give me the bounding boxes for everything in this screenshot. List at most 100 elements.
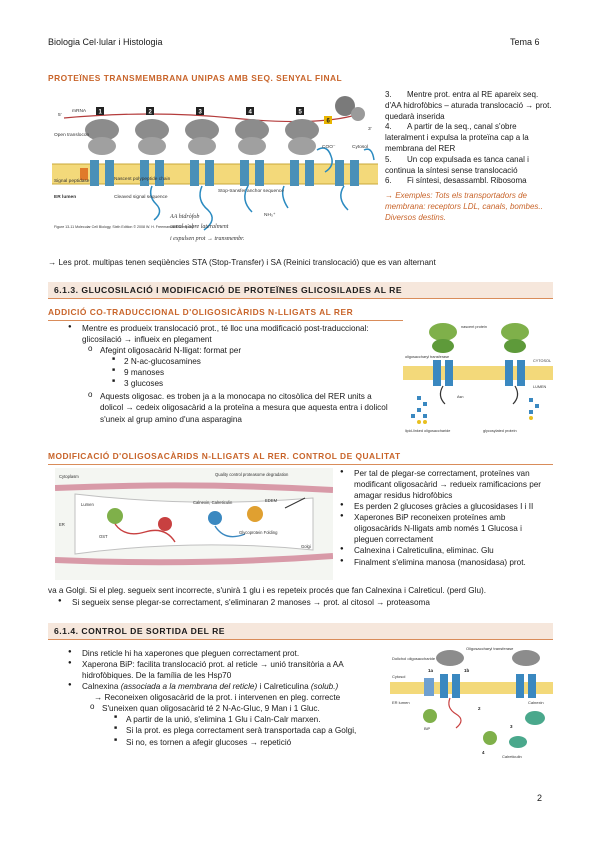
step-label-4: 4	[249, 110, 253, 116]
unipas-steps: 3.Mentre prot. entra al RE apareix seq. …	[385, 90, 553, 224]
exit-bullet: Dins reticle hi ha xaperones que pleguen…	[68, 648, 388, 659]
examples-note: → Exemples: Tots els transportadors de m…	[385, 191, 543, 222]
label-glycosylated: glycosylated protein	[483, 429, 517, 433]
label-coo: COO⁻	[322, 144, 336, 150]
glycosylation-text: Mentre es produeix translocació prot., t…	[68, 323, 393, 425]
label-3prime: 3'	[368, 126, 372, 132]
label-er-lumen: ER lumen	[392, 700, 410, 705]
quality-control-diagram: Cytoplasm Lumen ER Quality control prote…	[54, 468, 334, 580]
label-nh3: NH₃⁺	[264, 212, 276, 218]
section-bar-614: 6.1.4. CONTROL DE SORTIDA DEL RE	[48, 623, 553, 640]
exit-subsub: A partir de la unió, s'elimina 1 Glu i C…	[114, 714, 388, 725]
step-label-2: 2	[149, 110, 153, 116]
label-cytosol: CYTOSOL	[533, 359, 551, 363]
label-lipid-linked: lipid-linked oligosaccharide	[405, 429, 450, 433]
label-cytosol: Cytosol	[392, 674, 405, 679]
section-title-unipas: PROTEÏNES TRANSMEMBRANA UNIPAS AMB SEQ. …	[48, 73, 343, 83]
hand-note-2: canal s'obre lateralment	[170, 224, 229, 230]
page-number: 2	[537, 793, 543, 803]
exit-control-text: Dins reticle hi ha xaperones que pleguen…	[68, 648, 388, 748]
step-label-5: 5	[299, 110, 303, 116]
figure-quality-control: Cytoplasm Lumen ER Quality control prote…	[54, 468, 334, 580]
bullet-dolicol: Aquests oligosac. es troben ja a la mono…	[88, 390, 393, 424]
header-left: Biologia Cel·lular i Histologia	[48, 37, 163, 47]
label-asn: Asn	[457, 395, 464, 399]
label-edem: EDEM	[265, 498, 278, 503]
figure-calnexin-cycle: Oligosaccharyl transferase Dolichol olig…	[390, 642, 553, 764]
section-bar-613: 6.1.3. GLUCOSILACIÓ I MODIFICACIÓ DE PRO…	[48, 282, 553, 299]
exit-sub: S'uneixen quan oligosacàrid té 2 N-Ac-Gl…	[90, 702, 388, 714]
bullet-oligosaccharide: Afegint oligosacàrid N-lligat: format pe…	[88, 344, 393, 356]
step-4: 4	[482, 750, 485, 755]
label-bip: BiP	[424, 726, 431, 731]
hand-note-3: i expulsen prot → transmembr.	[170, 236, 244, 242]
translocation-diagram: 1 2 3 4 5 6 5' mRNA 3' Open translocon S…	[52, 90, 378, 250]
qc-bullet: Finalment s'elimina manosa (manosidasa) …	[340, 557, 553, 568]
label-oligo-transferase: oligosaccharyl transferase	[405, 355, 449, 359]
label-dolichol: Dolichol oligosaccharide	[392, 656, 436, 661]
label-stop-transfer: Stop-transfer anchor sequence	[218, 188, 284, 194]
calnexin-cycle-diagram: Oligosaccharyl transferase Dolichol olig…	[390, 642, 553, 764]
label-figure-credit: Figure 13-11 Molecular Cell Biology, Six…	[54, 225, 194, 229]
step-label-6: 6	[327, 119, 331, 125]
label-cytoplasm: Cytoplasm	[59, 474, 79, 479]
glycosylation-diagram: oligosaccharyl transferase nascent prote…	[403, 318, 553, 436]
step-item-3: 3.Mentre prot. entra al RE apareix seq. …	[385, 90, 552, 121]
exit-arrow-note: → Reconeixen oligosacàrid de la prot. i …	[94, 693, 341, 703]
step-item-4: 4.A partir de la seq., canal s'obre late…	[385, 122, 529, 153]
label-calnexin: Calnexin	[528, 700, 544, 705]
step-item-5: 5.Un cop expulsada es tanca canal i cont…	[385, 154, 529, 175]
label-calnexin: Calnexin, Calreticulin	[193, 500, 233, 505]
label-cytosol: Cytosol	[352, 144, 368, 150]
label-nascent: Nascent polypeptide chain	[114, 176, 171, 182]
quality-control-bullets: Per tal de plegar-se correctament, prote…	[340, 468, 553, 568]
ribosome-step4	[235, 119, 269, 213]
qc-bullet: Es perden 2 glucoses gràcies a glucosida…	[340, 501, 553, 512]
sugar-item: 9 manoses	[112, 367, 393, 378]
step-2: 2	[478, 706, 481, 711]
sugar-item: 3 glucoses	[112, 378, 393, 389]
exit-bullet-calnexina: Calnexina (associada a la membrana del r…	[68, 681, 388, 692]
sugar-item: 2 N-ac-glucosamines	[112, 356, 393, 367]
step-3: 3	[510, 724, 513, 729]
qc-bullet: Calnexina i Calreticulina, eliminac. Glu	[340, 545, 553, 556]
step-label-1: 1	[99, 110, 103, 116]
step-1a: 1a	[428, 668, 434, 673]
step-item-6: 6.Fi síntesi, desassambl. Ribosoma	[385, 176, 527, 186]
figure-glycosylation: oligosaccharyl transferase nascent prote…	[403, 318, 553, 436]
step-label-3: 3	[199, 110, 203, 116]
label-5prime: 5'	[58, 112, 62, 118]
qc-continuation: va a Golgi. Si el pleg. segueix sent inc…	[48, 586, 486, 595]
qc-final-bullet: Si segueix sense plegar-se correctament,…	[58, 597, 553, 608]
label-ost: OST	[99, 534, 108, 539]
label-golgi: Golgi	[301, 544, 311, 549]
label-oligo-transferase: Oligosaccharyl transferase	[466, 646, 514, 651]
exit-subsub: Si la prot. es plega correctament serà t…	[114, 725, 388, 736]
ribosome-step2	[135, 119, 169, 221]
ribosome-step1	[80, 119, 119, 186]
ribosome-step6	[335, 96, 375, 211]
label-er: ER	[59, 522, 65, 527]
label-folding: Glycoprotein Folding	[239, 530, 278, 535]
step-1b: 1b	[464, 668, 470, 673]
exit-bullet: Xaperona BiP: facilita translocació prot…	[68, 659, 388, 681]
label-er-lumen: ER lumen	[54, 194, 76, 200]
label-calreticulin: Calreticulin	[502, 754, 522, 759]
subsection-title-quality-control: MODIFICACIÓ D'OLIGOSACÀRIDS N-LLIGATS AL…	[48, 451, 553, 466]
label-open-translocon: Open translocon	[54, 132, 90, 138]
qc-bullet: Per tal de plegar-se correctament, prote…	[340, 468, 553, 501]
label-mrna: mRNA	[72, 108, 87, 114]
qc-bullet: Xaperones BiP reconeixen proteïnes amb o…	[340, 512, 553, 545]
bullet-glycosylation: Mentre es produeix translocació prot., t…	[68, 323, 393, 345]
exit-subsub: Si no, es tornen a afegir glucoses → rep…	[114, 737, 388, 748]
label-signal-peptidase: Signal peptidase	[54, 178, 90, 184]
label-lumen: Lumen	[81, 502, 94, 507]
label-quality-control: Quality control proteasome degradation	[215, 472, 289, 477]
multipas-note: → Les prot. multipas tenen seqüències ST…	[48, 258, 436, 267]
label-cleaved: Cleaved signal sequence	[114, 194, 168, 200]
header-right: Tema 6	[510, 37, 540, 47]
ribosome-step3	[185, 119, 219, 231]
subsection-title-cotraduccional: ADDICIÓ CO-TRADUCCIONAL D'OLIGOSICÀRIDS …	[48, 307, 553, 322]
label-nascent-protein: nascent protein	[461, 325, 487, 329]
figure-translocation: 1 2 3 4 5 6 5' mRNA 3' Open translocon S…	[52, 90, 378, 250]
